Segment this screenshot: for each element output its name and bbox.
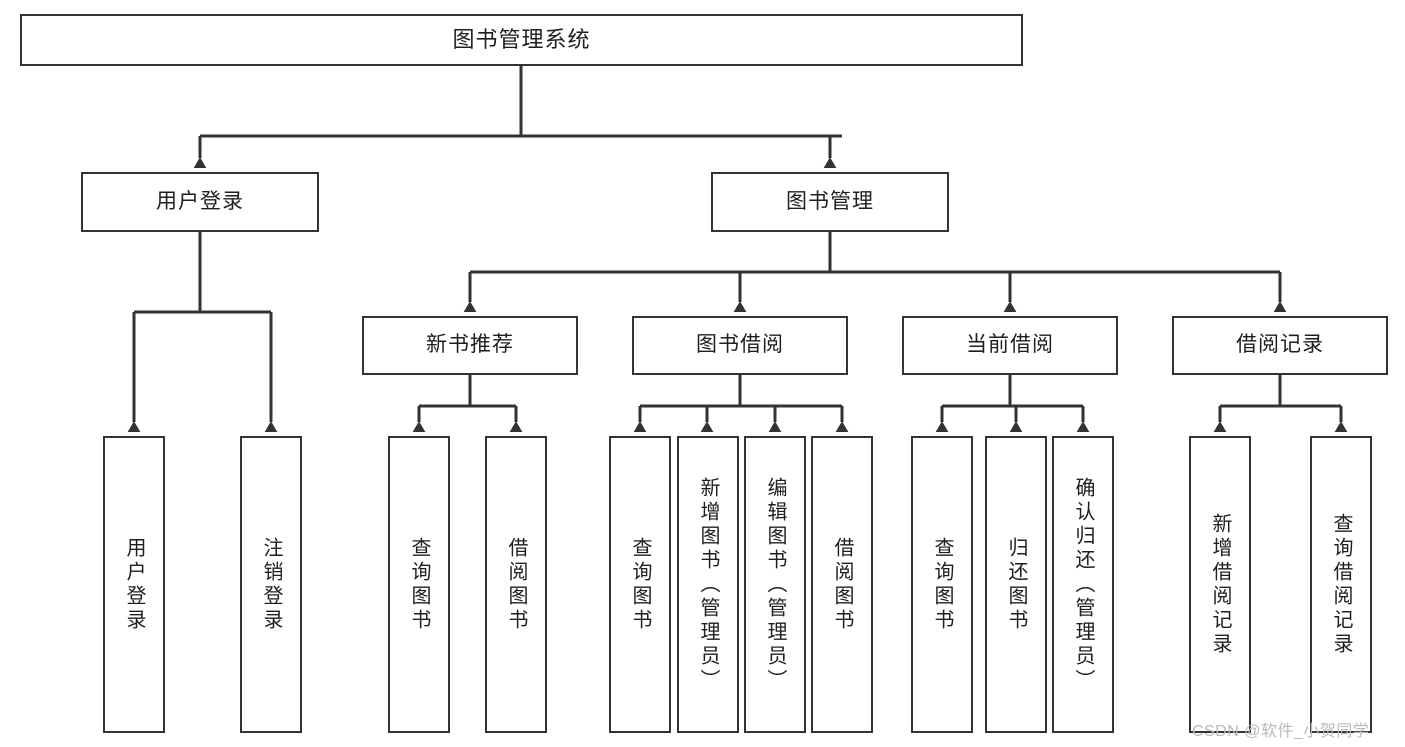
node-label: 注销登录	[260, 536, 282, 633]
node-label: 查询图书	[629, 536, 651, 633]
node-label: 查询图书	[931, 536, 953, 633]
node-label: 归还图书	[1005, 536, 1027, 633]
csdn-watermark: CSDN @软件_小贺同学	[1192, 723, 1370, 740]
node-label: 用户登录	[123, 536, 145, 633]
leaf-query-book-borrow[interactable]: 查询图书	[609, 436, 671, 733]
node-label: 查询借阅记录	[1330, 512, 1352, 657]
node-book-borrow[interactable]: 图书借阅	[632, 316, 848, 375]
leaf-add-borrow-record[interactable]: 新增借阅记录	[1189, 436, 1251, 733]
node-label: 借阅图书	[505, 536, 527, 633]
node-label: 新增借阅记录	[1209, 512, 1231, 657]
node-new-book-recommend[interactable]: 新书推荐	[362, 316, 578, 375]
leaf-logout[interactable]: 注销登录	[240, 436, 302, 733]
node-current-borrow[interactable]: 当前借阅	[902, 316, 1118, 375]
leaf-borrow-book-newbook[interactable]: 借阅图书	[485, 436, 547, 733]
node-label: 查询图书	[408, 536, 430, 633]
node-book-management[interactable]: 图书管理	[711, 172, 949, 232]
leaf-confirm-return-admin[interactable]: 确认归还（管理员）	[1052, 436, 1114, 733]
leaf-user-login[interactable]: 用户登录	[103, 436, 165, 733]
leaf-query-book-current[interactable]: 查询图书	[911, 436, 973, 733]
node-label: 编辑图书（管理员）	[764, 476, 786, 693]
node-label: 图书借阅	[696, 333, 784, 357]
node-label: 用户登录	[156, 189, 244, 213]
node-label: 新书推荐	[426, 333, 514, 357]
node-label: 确认归还（管理员）	[1072, 476, 1094, 693]
leaf-borrow-book[interactable]: 借阅图书	[811, 436, 873, 733]
leaf-edit-book-admin[interactable]: 编辑图书（管理员）	[744, 436, 806, 733]
node-label: 借阅图书	[831, 536, 853, 633]
leaf-query-book-newbook[interactable]: 查询图书	[388, 436, 450, 733]
node-label: 新增图书（管理员）	[697, 476, 719, 693]
node-label: 图书管理	[786, 189, 874, 213]
node-label: 图书管理系统	[452, 27, 591, 53]
node-borrow-record[interactable]: 借阅记录	[1172, 316, 1388, 375]
leaf-query-borrow-record[interactable]: 查询借阅记录	[1310, 436, 1372, 733]
node-root-system[interactable]: 图书管理系统	[20, 14, 1023, 66]
leaf-add-book-admin[interactable]: 新增图书（管理员）	[677, 436, 739, 733]
node-label: 当前借阅	[966, 333, 1054, 357]
node-user-login[interactable]: 用户登录	[81, 172, 319, 232]
node-label: 借阅记录	[1236, 333, 1324, 357]
leaf-return-book[interactable]: 归还图书	[985, 436, 1047, 733]
